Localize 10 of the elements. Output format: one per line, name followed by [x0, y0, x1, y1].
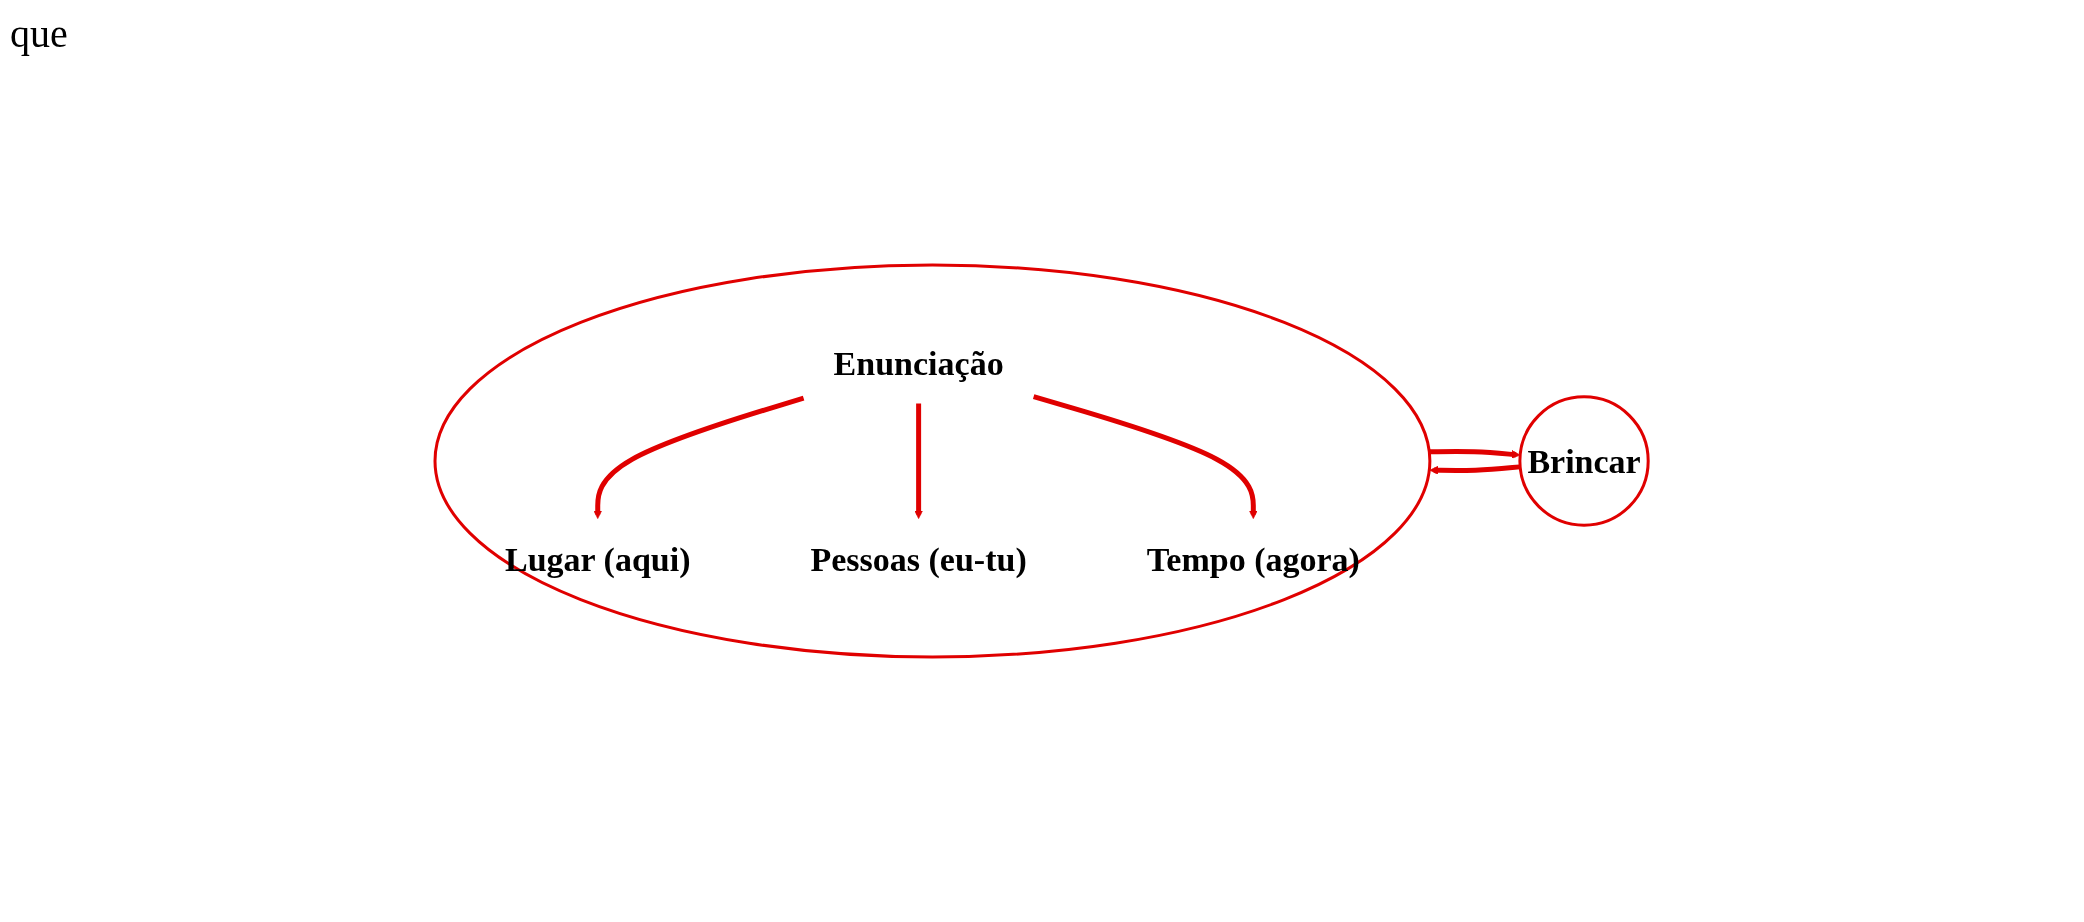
node-text: Pessoas (eu-tu)	[810, 540, 1028, 578]
arrow	[1033, 394, 1259, 519]
arrow	[593, 395, 805, 519]
node-text: Enunciação	[834, 344, 1005, 382]
arrow	[1430, 449, 1521, 459]
node-text: Tempo (agora)	[1147, 540, 1361, 578]
text-fragment: que	[10, 10, 68, 57]
arrow	[914, 403, 924, 519]
node-text: Lugar (aqui)	[505, 540, 691, 578]
node-circle: Brincar	[1518, 395, 1651, 527]
